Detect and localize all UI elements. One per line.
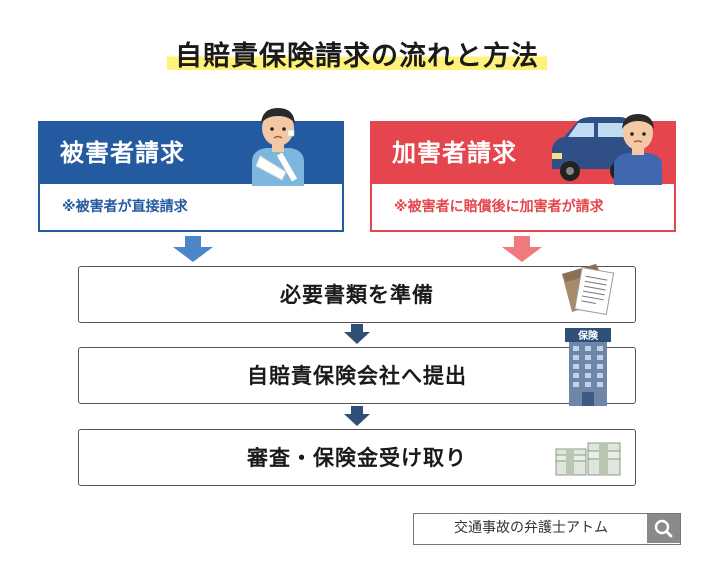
step-review-payment: 審査・保険金受け取り bbox=[78, 429, 636, 486]
step-submit-insurer: 自賠責保険会社へ提出 bbox=[78, 347, 636, 404]
search-icon bbox=[654, 519, 673, 538]
insurance-building-icon: 保険 bbox=[565, 328, 611, 406]
step-label: 自賠責保険会社へ提出 bbox=[247, 364, 467, 388]
offender-arrow-down bbox=[502, 236, 542, 262]
offender-claim-note: ※被害者に賠償後に加害者が請求 bbox=[394, 199, 604, 215]
brand-label: 交通事故の弁護士アトム bbox=[454, 520, 608, 536]
step-label: 審査・保険金受け取り bbox=[247, 446, 467, 470]
injured-person-icon bbox=[252, 108, 304, 186]
step-label: 必要書類を準備 bbox=[280, 283, 434, 307]
page-title: 自賠責保険請求の流れと方法 bbox=[0, 34, 714, 73]
brand-search-box[interactable]: 交通事故の弁護士アトム bbox=[413, 513, 681, 545]
search-button[interactable] bbox=[647, 514, 680, 543]
step-prepare-documents: 必要書類を準備 bbox=[78, 266, 636, 323]
car-driver-icon bbox=[552, 114, 662, 185]
building-sign: 保険 bbox=[577, 329, 599, 342]
victim-arrow-down bbox=[173, 236, 213, 262]
documents-icon bbox=[562, 264, 615, 316]
victim-claim-note: ※被害者が直接請求 bbox=[62, 199, 188, 215]
title-text: 自賠責保険請求の流れと方法 bbox=[167, 34, 547, 73]
money-stack-icon bbox=[555, 442, 621, 476]
step-arrow-2 bbox=[344, 406, 370, 426]
step-arrow-1 bbox=[344, 324, 370, 344]
